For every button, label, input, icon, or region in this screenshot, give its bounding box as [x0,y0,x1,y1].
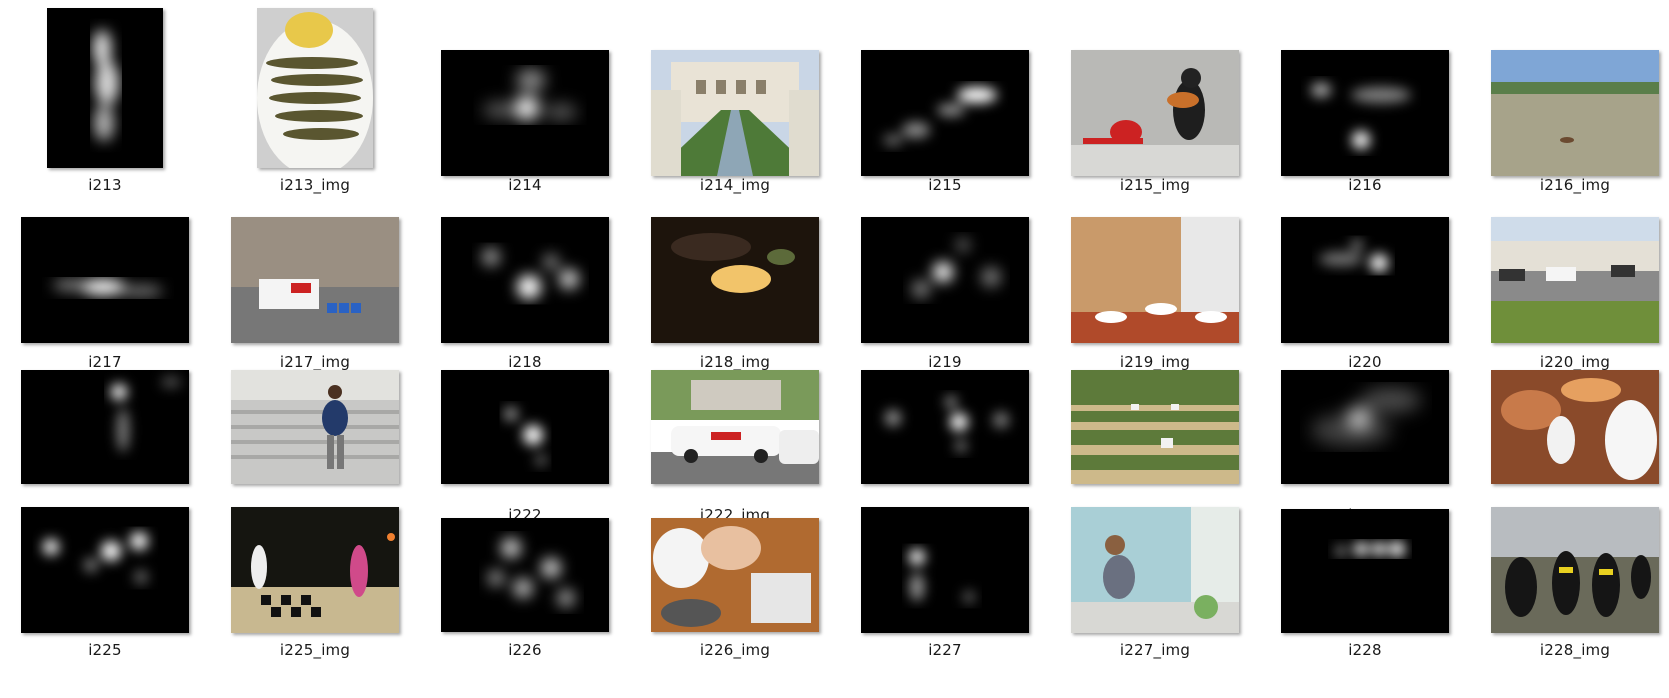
saliency-thumbnail [1281,217,1449,343]
file-item-i214[interactable]: i214 [420,0,630,194]
saliency-thumbnail [441,50,609,176]
photo-thumbnail [1071,50,1239,176]
file-item-i221_img[interactable]: i221_img [210,343,420,528]
file-label: i214_img [699,176,771,194]
file-label: i215 [928,176,962,194]
file-item-i227[interactable]: i227 [840,496,1050,681]
file-item-i225[interactable]: i225 [0,496,210,681]
file-item-i223_img[interactable]: i223_img [1050,343,1260,528]
photo-thumbnail [651,370,819,484]
file-label: i219_img [1119,353,1191,371]
saliency-thumbnail [1281,50,1449,176]
file-item-i224[interactable]: i224 [1260,343,1470,528]
file-item-i222[interactable]: i222 [420,343,630,528]
file-item-i219_img[interactable]: i219_img [1050,190,1260,375]
saliency-thumbnail [21,217,189,343]
file-label: i228 [1348,641,1382,659]
file-label: i228_img [1539,641,1611,659]
file-label: i213_img [279,176,351,194]
file-item-i222_img[interactable]: i222_img [630,343,840,528]
saliency-thumbnail [861,370,1029,484]
file-label: i220_img [1539,353,1611,371]
file-item-i227_img[interactable]: i227_img [1050,496,1260,681]
file-item-i213[interactable]: i213 [0,0,210,194]
photo-thumbnail [651,217,819,343]
file-label: i220 [1348,353,1382,371]
saliency-thumbnail [861,217,1029,343]
photo-thumbnail [231,217,399,343]
file-item-i228[interactable]: i228 [1260,496,1470,681]
photo-thumbnail [651,50,819,176]
saliency-thumbnail [441,370,609,484]
photo-thumbnail [1491,370,1659,484]
photo-thumbnail [1071,507,1239,633]
file-label: i226_img [699,641,771,659]
saliency-thumbnail [861,507,1029,633]
file-item-i219[interactable]: i219 [840,190,1050,375]
file-item-i226[interactable]: i226 [420,496,630,681]
photo-thumbnail [1491,507,1659,633]
photo-thumbnail [651,518,819,632]
file-item-i224_img[interactable]: i224_img [1470,343,1669,528]
file-item-i226_img[interactable]: i226_img [630,496,840,681]
file-label: i215_img [1119,176,1191,194]
saliency-thumbnail [441,217,609,343]
file-label: i219 [928,353,962,371]
file-item-i213_img[interactable]: i213_img [210,0,420,194]
saliency-thumbnail [21,507,189,633]
file-item-i225_img[interactable]: i225_img [210,496,420,681]
file-label: i217_img [279,353,351,371]
file-label: i213 [88,176,122,194]
file-label: i217 [88,353,122,371]
photo-thumbnail [1071,217,1239,343]
photo-thumbnail [1071,370,1239,484]
file-label: i225 [88,641,122,659]
file-label: i227 [928,641,962,659]
file-label: i214 [508,176,542,194]
file-item-i218[interactable]: i218 [420,190,630,375]
file-item-i216[interactable]: i216 [1260,0,1470,194]
file-label: i218_img [699,353,771,371]
file-label: i225_img [279,641,351,659]
file-item-i217_img[interactable]: i217_img [210,190,420,375]
saliency-thumbnail [47,8,163,168]
file-item-i220_img[interactable]: i220_img [1470,190,1669,375]
saliency-thumbnail [441,518,609,632]
file-item-i215[interactable]: i215 [840,0,1050,194]
saliency-thumbnail [21,370,189,484]
photo-thumbnail [257,8,373,168]
file-item-i220[interactable]: i220 [1260,190,1470,375]
file-label: i227_img [1119,641,1191,659]
file-item-i214_img[interactable]: i214_img [630,0,840,194]
file-item-i228_img[interactable]: i228_img [1470,496,1669,681]
saliency-thumbnail [1281,509,1449,633]
file-label: i216 [1348,176,1382,194]
file-item-i216_img[interactable]: i216_img [1470,0,1669,194]
file-item-i215_img[interactable]: i215_img [1050,0,1260,194]
file-item-i217[interactable]: i217 [0,190,210,375]
photo-thumbnail [231,370,399,484]
saliency-thumbnail [861,50,1029,176]
photo-thumbnail [231,507,399,633]
photo-thumbnail [1491,217,1659,343]
file-label: i216_img [1539,176,1611,194]
saliency-thumbnail [1281,370,1449,484]
file-item-i218_img[interactable]: i218_img [630,190,840,375]
photo-thumbnail [1491,50,1659,176]
file-label: i226 [508,641,542,659]
file-label: i218 [508,353,542,371]
file-item-i223[interactable]: i223 [840,343,1050,528]
